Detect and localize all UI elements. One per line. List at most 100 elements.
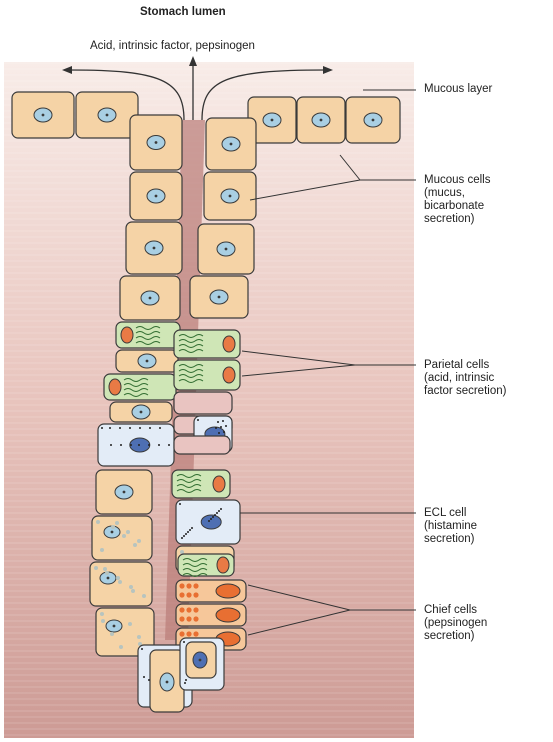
- granule: [180, 550, 184, 554]
- mucous-cells-label: Mucous cells (mucus, bicarbonate secreti…: [424, 174, 490, 226]
- nucleolus: [155, 141, 158, 144]
- granule: [128, 622, 132, 626]
- dividing-cell: [174, 392, 232, 414]
- nucleolus: [123, 491, 126, 494]
- nucleolus: [199, 659, 202, 662]
- granule: [116, 576, 120, 580]
- ecl-granule: [187, 531, 189, 533]
- ecl-granule: [148, 444, 150, 446]
- mucous-neck-cell: [92, 516, 152, 560]
- zymogen-granule: [186, 583, 191, 588]
- ecl-granule: [149, 427, 151, 429]
- nucleolus: [146, 360, 149, 363]
- parietal-nucleus: [223, 336, 235, 352]
- zymogen-granule: [193, 607, 198, 612]
- ecl-granule: [220, 426, 222, 428]
- ecl-granule: [185, 533, 187, 535]
- parietal-nucleus: [213, 476, 225, 492]
- chief-nucleus: [216, 584, 240, 598]
- granule: [131, 589, 135, 593]
- granule: [133, 543, 137, 547]
- granule: [110, 632, 114, 636]
- nucleolus: [372, 119, 375, 122]
- ecl-granule: [141, 648, 143, 650]
- ecl-granule: [119, 427, 121, 429]
- granule: [119, 645, 123, 649]
- ecl-granule: [179, 503, 181, 505]
- ecl-granule: [214, 514, 216, 516]
- ecl-granule: [218, 510, 220, 512]
- ecl-granule: [120, 444, 122, 446]
- granule: [126, 530, 130, 534]
- parietal-nucleus: [121, 327, 133, 343]
- zymogen-granule: [193, 631, 198, 636]
- granule: [111, 525, 115, 529]
- ecl-granule: [225, 425, 227, 427]
- zymogen-granule: [179, 583, 184, 588]
- zymogen-granule: [193, 583, 198, 588]
- granule: [105, 571, 109, 575]
- zymogen-granule: [186, 631, 191, 636]
- granule: [96, 520, 100, 524]
- ecl-granule: [218, 432, 220, 434]
- nucleolus: [149, 297, 152, 300]
- ecl-granule: [109, 427, 111, 429]
- nucleolus: [225, 248, 228, 251]
- zymogen-granule: [179, 631, 184, 636]
- granule: [100, 548, 104, 552]
- ecl-granule: [168, 444, 170, 446]
- granule: [103, 567, 107, 571]
- ecl-granule: [185, 679, 187, 681]
- zymogen-granule: [193, 592, 198, 597]
- ecl-granule: [223, 431, 225, 433]
- nucleolus: [320, 119, 323, 122]
- granule: [142, 594, 146, 598]
- ecl-granule: [215, 427, 217, 429]
- ecl-granule: [208, 520, 210, 522]
- zymogen-granule: [186, 616, 191, 621]
- parietal-cells-label: Parietal cells (acid, intrinsic factor s…: [424, 359, 506, 398]
- parietal-nucleus: [223, 367, 235, 383]
- ecl-granule: [222, 420, 224, 422]
- dividing-cell: [174, 436, 230, 454]
- ecl-granule: [101, 427, 103, 429]
- zymogen-granule: [179, 607, 184, 612]
- mucous-layer-label: Mucous layer: [424, 83, 492, 96]
- zymogen-granule: [179, 592, 184, 597]
- granule: [137, 635, 141, 639]
- granule: [129, 585, 133, 589]
- nucleolus: [153, 247, 156, 250]
- nucleolus: [218, 296, 221, 299]
- parietal-nucleus: [109, 379, 121, 395]
- nucleolus: [155, 195, 158, 198]
- granule: [100, 612, 104, 616]
- granule: [137, 539, 141, 543]
- ecl-granule: [138, 444, 140, 446]
- ecl-granule: [212, 516, 214, 518]
- nucleolus: [113, 625, 116, 628]
- ecl-granule: [158, 444, 160, 446]
- granule: [118, 580, 122, 584]
- mucous-neck-cell: [90, 562, 152, 606]
- ecl-granule: [143, 676, 145, 678]
- ecl-granule: [183, 641, 185, 643]
- nucleolus: [111, 531, 114, 534]
- nucleolus: [106, 114, 109, 117]
- ecl-granule: [181, 537, 183, 539]
- nucleolus: [229, 195, 232, 198]
- ecl-granule: [191, 527, 193, 529]
- granule: [101, 619, 105, 623]
- chief-nucleus: [216, 608, 240, 622]
- zymogen-granule: [179, 616, 184, 621]
- nucleolus: [166, 681, 169, 684]
- ecl-granule: [110, 444, 112, 446]
- nucleolus: [271, 119, 274, 122]
- chief-cells-label: Chief cells (pepsinogen secretion): [424, 604, 487, 643]
- parietal-nucleus: [217, 557, 229, 573]
- granule: [115, 521, 119, 525]
- ecl-granule: [197, 419, 199, 421]
- ecl-granule: [189, 529, 191, 531]
- nucleolus: [42, 114, 45, 117]
- granule: [94, 566, 98, 570]
- ecl-cell-label: ECL cell (histamine secretion): [424, 507, 477, 546]
